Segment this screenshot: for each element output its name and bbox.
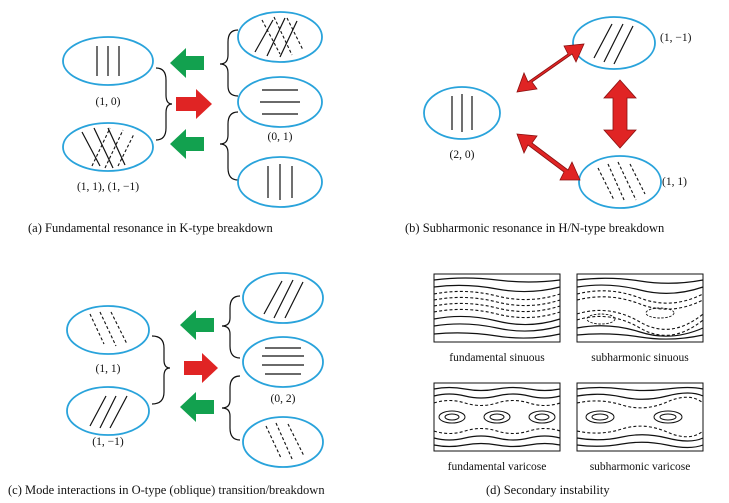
pattern-fundamental-varicose	[433, 382, 561, 452]
brace-left	[155, 67, 173, 141]
mode-ellipse-right-top-c	[242, 272, 324, 324]
red-double-arrow-top	[516, 43, 585, 93]
red-double-arrow-vertical	[603, 79, 637, 149]
label-subharmonic-sinuous: subharmonic sinuous	[591, 352, 689, 364]
mode-ellipse-2-0	[423, 86, 501, 140]
red-arrow	[176, 89, 212, 119]
panel-d: fundamental sinuous subharmonic sinuous	[433, 273, 704, 497]
panel-a: (1, 0) (1, 1), (1, −1)	[28, 11, 323, 235]
mode-label-1-1-c: (1, 1)	[96, 363, 121, 375]
mode-ellipse-1-1-c	[66, 305, 150, 355]
panel-c: (1, 1) (1, −1)	[8, 272, 325, 497]
mode-label-1-minus1-c: (1, −1)	[92, 436, 124, 448]
pattern-subharmonic-varicose	[576, 382, 704, 452]
caption-d: (d) Secondary instability	[486, 483, 610, 497]
mode-ellipse-1-0	[62, 36, 154, 86]
mode-label-2-0: (2, 0)	[450, 149, 475, 161]
mode-ellipse-right-bottom-c	[242, 416, 324, 468]
green-arrow-top	[170, 48, 204, 78]
mode-label-0-1: (0, 1)	[268, 131, 293, 143]
brace-right-top-c	[221, 295, 241, 359]
label-subharmonic-varicose: subharmonic varicose	[590, 461, 691, 473]
mode-ellipse-oblique-pair	[62, 122, 154, 172]
brace-right-top	[219, 29, 239, 97]
mode-label-0-2: (0, 2)	[271, 393, 296, 405]
label-fundamental-sinuous: fundamental sinuous	[449, 352, 545, 364]
label-fundamental-varicose: fundamental varicose	[448, 461, 547, 473]
panel-b: (2, 0) (1, −1) (1, 1) (b) Subharmonic re…	[405, 16, 692, 235]
mode-ellipse-right-top	[237, 11, 323, 63]
red-arrow-c	[184, 353, 218, 383]
green-arrow-bottom	[170, 129, 204, 159]
mode-ellipse-0-1	[237, 76, 323, 128]
caption-c: (c) Mode interactions in O-type (oblique…	[8, 483, 325, 497]
caption-b: (b) Subharmonic resonance in H/N-type br…	[405, 221, 665, 235]
mode-ellipse-1-1	[578, 155, 662, 209]
mode-label-1-0: (1, 0)	[96, 96, 121, 108]
mode-ellipse-1-minus1	[572, 16, 656, 70]
mode-label-1-1: (1, 1)	[662, 176, 687, 188]
pattern-subharmonic-sinuous	[576, 273, 704, 343]
brace-right-bottom-c	[221, 375, 241, 441]
mode-label-oblique-pair: (1, 1), (1, −1)	[77, 181, 139, 193]
mode-ellipse-right-bottom	[237, 156, 323, 208]
mode-label-1-minus1: (1, −1)	[660, 32, 692, 44]
caption-a: (a) Fundamental resonance in K-type brea…	[28, 221, 273, 235]
green-arrow-bottom-c	[180, 392, 214, 422]
mode-ellipse-0-2	[242, 336, 324, 388]
mode-ellipse-1-minus1-c	[66, 386, 150, 436]
green-arrow-top-c	[180, 310, 214, 340]
brace-left-c	[151, 335, 171, 405]
pattern-fundamental-sinuous	[433, 273, 561, 343]
brace-right-bottom	[219, 111, 239, 181]
red-double-arrow-bottom	[516, 133, 581, 181]
